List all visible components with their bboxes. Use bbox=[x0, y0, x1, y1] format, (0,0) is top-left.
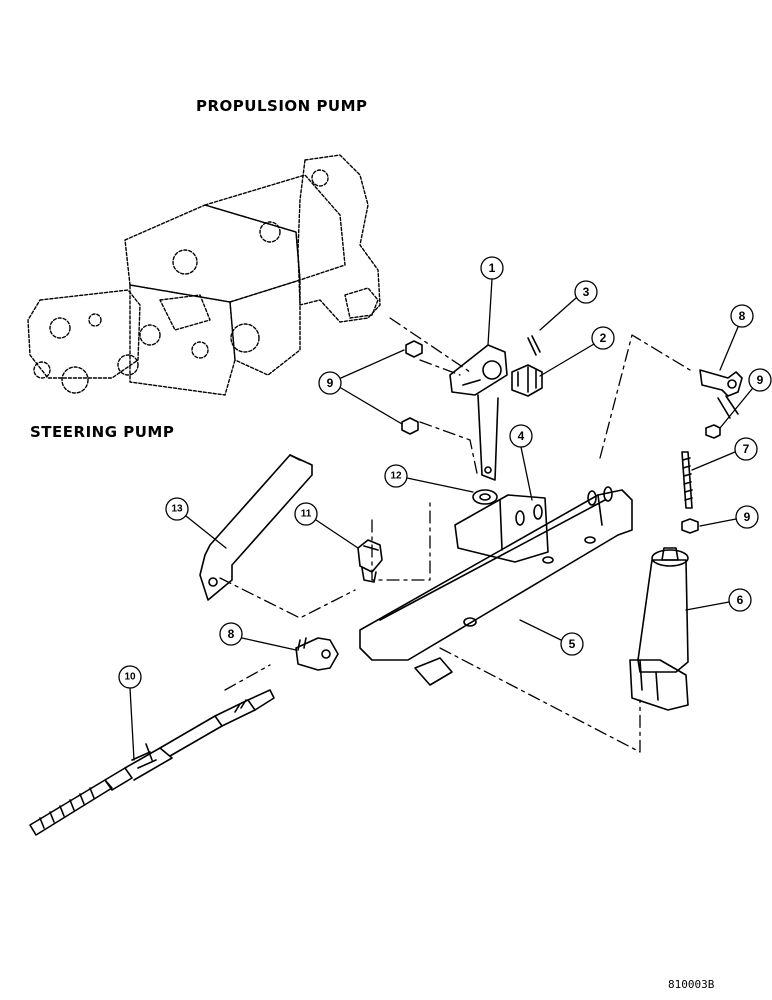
callout-leaders bbox=[118, 256, 772, 761]
part-3-cotter-pin bbox=[527, 335, 541, 356]
callout-11: 11 bbox=[301, 509, 312, 520]
callout-9-right-top: 9 bbox=[757, 373, 764, 387]
part-6-cylinder bbox=[629, 547, 689, 711]
callout-4: 4 bbox=[518, 429, 525, 443]
callout-1: 1 bbox=[489, 261, 496, 275]
part-13-bracket-plate bbox=[199, 454, 313, 601]
callout-9-right-lower: 9 bbox=[744, 510, 751, 524]
callout-10: 10 bbox=[124, 672, 136, 683]
part-2-nut bbox=[511, 364, 543, 397]
callout-8-top: 8 bbox=[739, 309, 746, 323]
callout-3: 3 bbox=[583, 285, 590, 299]
steering-pump-label: STEERING PUMP bbox=[30, 423, 175, 441]
callout-6: 6 bbox=[737, 593, 744, 607]
part-10-control-cable bbox=[29, 689, 275, 836]
figure-code: 810003B bbox=[668, 978, 715, 991]
part-12-nut bbox=[472, 489, 498, 505]
part-4-bracket bbox=[454, 494, 549, 563]
part-5-channel-rail bbox=[359, 486, 633, 686]
part-8-rod-end-lower bbox=[295, 637, 339, 671]
part-9-nuts bbox=[401, 340, 721, 534]
callout-13: 13 bbox=[171, 504, 183, 515]
callout-2: 2 bbox=[600, 331, 607, 345]
callout-8-lower: 8 bbox=[228, 627, 235, 641]
pump-assembly bbox=[27, 154, 381, 396]
callout-12: 12 bbox=[390, 471, 402, 482]
part-1-lever-arm bbox=[449, 344, 508, 481]
callout-7: 7 bbox=[743, 442, 750, 456]
part-11-grease-fitting bbox=[357, 539, 383, 583]
callout-5: 5 bbox=[569, 637, 576, 651]
propulsion-pump-label: PROPULSION PUMP bbox=[196, 97, 368, 115]
part-7-threaded-rod bbox=[681, 451, 693, 509]
callout-9-left: 9 bbox=[327, 376, 334, 390]
assembly-lines bbox=[219, 317, 691, 753]
part-8-rod-end-top bbox=[699, 369, 743, 419]
